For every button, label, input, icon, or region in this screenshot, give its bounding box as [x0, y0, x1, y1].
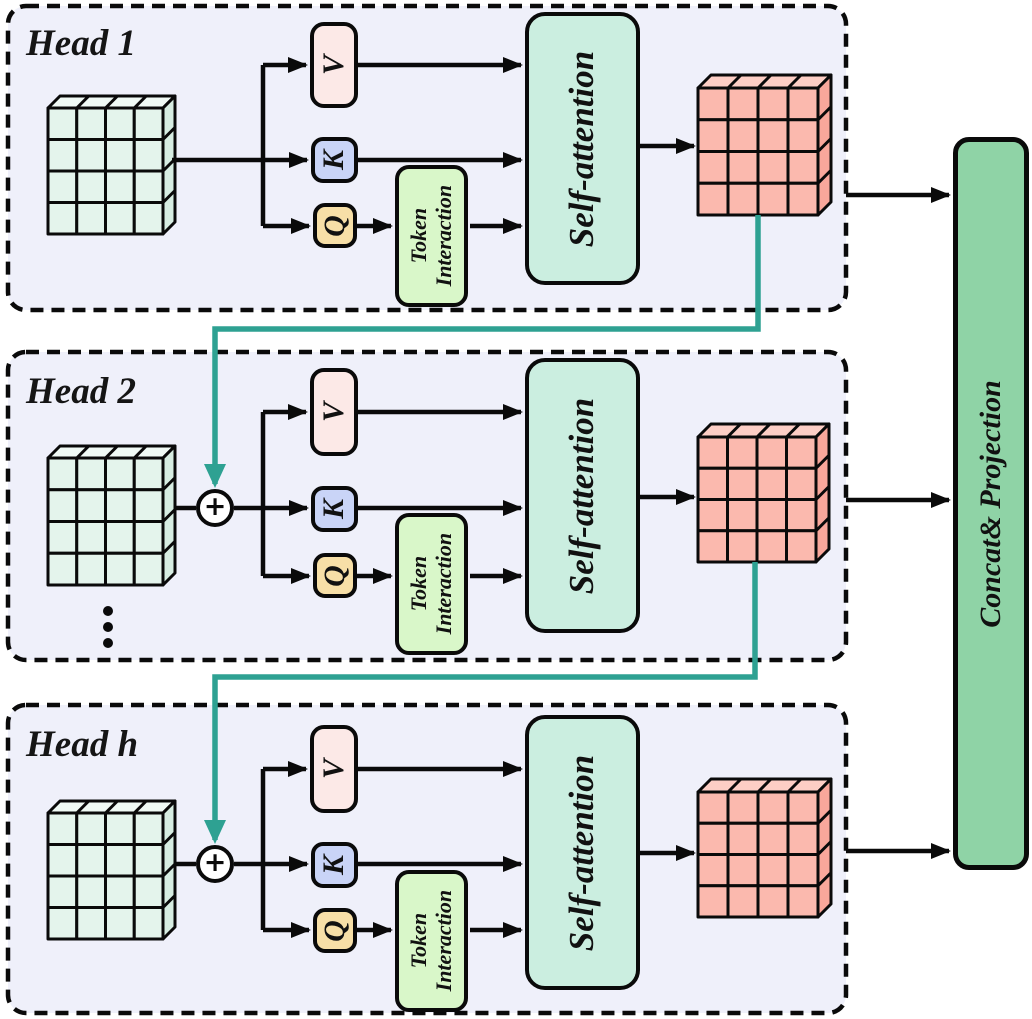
add-icon-head-2: + — [196, 489, 234, 527]
self-attention-box-head-h: Self-attention — [525, 715, 640, 990]
value-label: V — [316, 54, 350, 76]
residual-connection-head1-to-head2 — [204, 215, 761, 488]
self-attention-label: Self-attention — [562, 754, 602, 951]
self-attention-box-head-1: Self-attention — [525, 12, 640, 285]
query-box-head-2: Q — [313, 553, 357, 598]
head-h-title: Head h — [26, 724, 139, 765]
residual-connection-head2-to-headh — [204, 562, 758, 844]
concat-projection-box: Concat& Projection — [953, 137, 1029, 870]
self-attention-label: Self-attention — [562, 50, 602, 247]
concat-projection-label: Concat& Projection — [974, 379, 1007, 628]
key-box-head-h: K — [311, 842, 358, 888]
head-2-title: Head 2 — [26, 371, 136, 412]
query-label: Q — [317, 214, 351, 237]
output-tensor-head-h — [696, 777, 833, 919]
key-box-head-2: K — [311, 486, 358, 532]
key-label: K — [317, 149, 351, 171]
value-label: V — [316, 758, 350, 780]
value-box-head-h: V — [310, 725, 358, 813]
add-icon-head-h: + — [196, 845, 234, 883]
query-box-head-1: Q — [313, 203, 357, 248]
connector-arrows-head-2 — [175, 404, 951, 584]
value-box-head-2: V — [310, 368, 358, 456]
head-1-title: Head 1 — [26, 23, 136, 64]
self-attention-box-head-2: Self-attention — [525, 358, 640, 633]
output-tensor-head-2 — [696, 422, 831, 564]
query-box-head-h: Q — [313, 908, 357, 953]
value-label: V — [316, 401, 350, 423]
query-label: Q — [317, 919, 351, 942]
ellipsis-dots — [103, 606, 113, 648]
key-box-head-1: K — [311, 137, 358, 183]
value-box-head-1: V — [310, 22, 358, 108]
connector-arrows-head-1 — [172, 57, 951, 234]
key-label: K — [317, 498, 351, 520]
output-tensor-head-1 — [696, 73, 833, 217]
query-label: Q — [317, 564, 351, 587]
self-attention-label: Self-attention — [562, 397, 602, 594]
input-tensor-head-2 — [46, 444, 177, 587]
input-tensor-head-1 — [46, 94, 177, 236]
input-tensor-head-h — [46, 799, 177, 941]
key-label: K — [317, 854, 351, 876]
connector-arrows-head-h — [175, 761, 951, 938]
